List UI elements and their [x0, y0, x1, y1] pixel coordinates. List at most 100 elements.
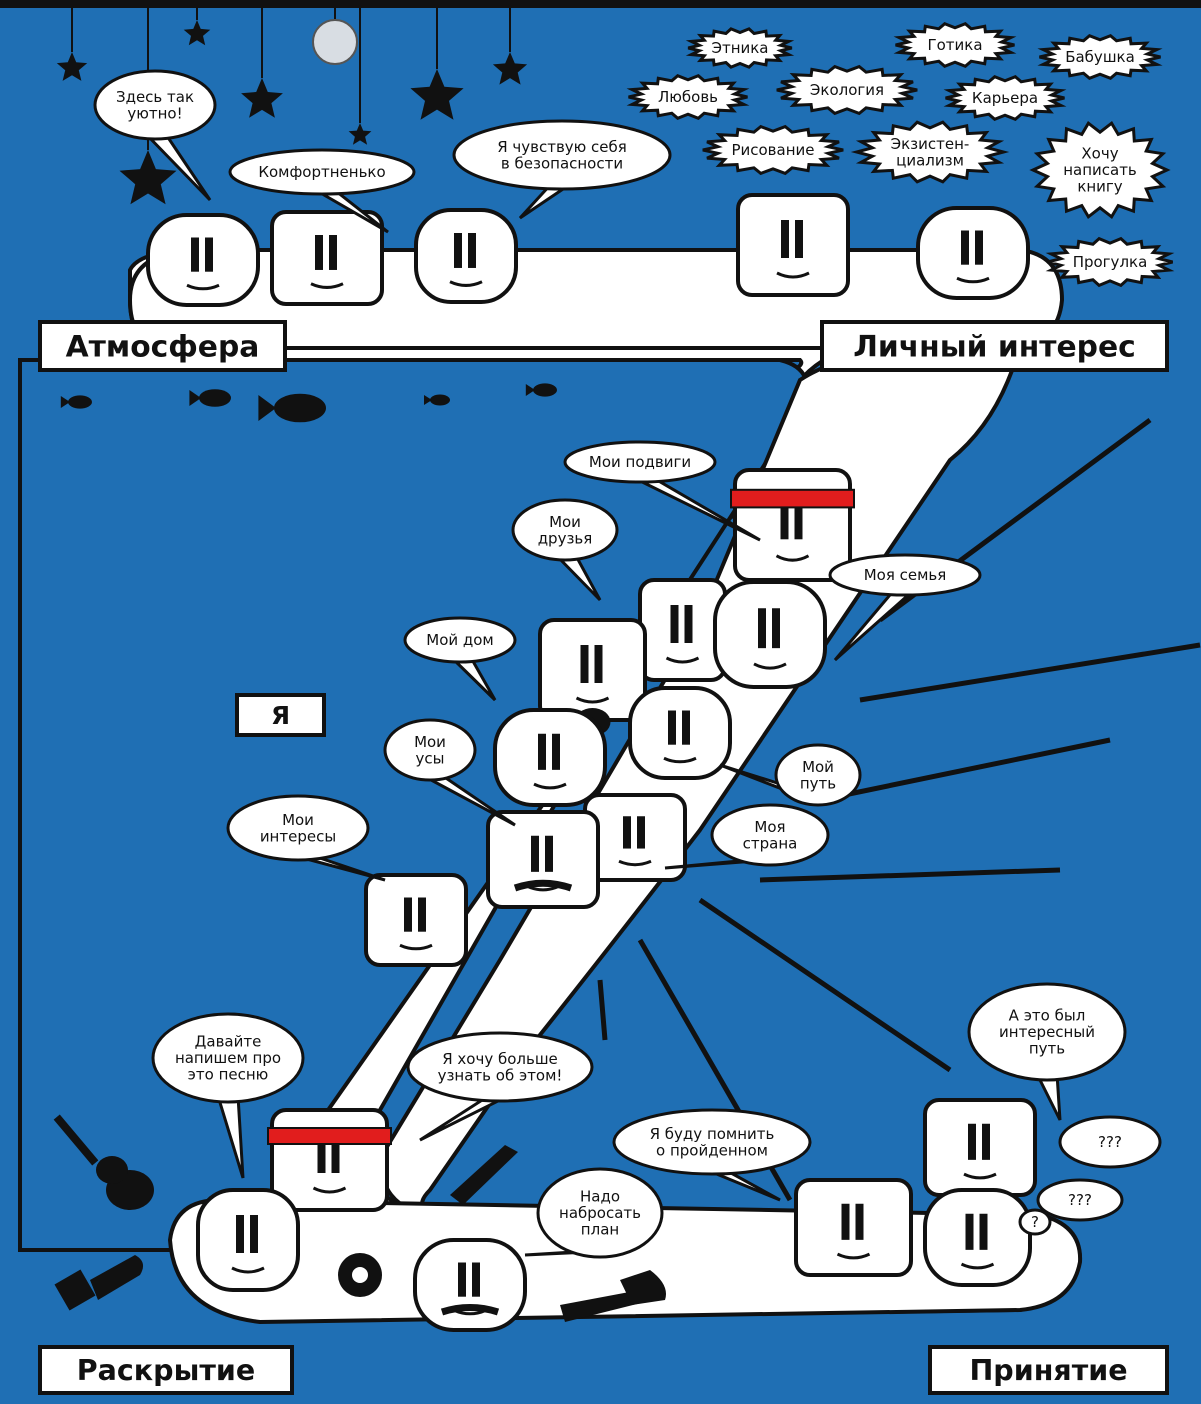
bubble-interest: Этника: [688, 29, 792, 67]
bubble-interest: Экзистен-циализм: [857, 122, 1004, 182]
character: [148, 215, 258, 305]
bubble-text: Мой: [802, 758, 834, 776]
gear-icon: [338, 1253, 382, 1297]
svg-text:Принятие: Принятие: [969, 1354, 1127, 1387]
bubble-interest: Прогулка: [1047, 239, 1172, 286]
bubble-text: Рисование: [731, 141, 814, 159]
bubble-text: в безопасности: [501, 154, 623, 172]
svg-text:Раскрытие: Раскрытие: [77, 1354, 255, 1387]
bubble-text: Мой дом: [426, 631, 494, 649]
top-border: [0, 0, 1201, 8]
bubble-interest: Рисование: [703, 127, 843, 174]
bubble-text: Я хочу больше: [442, 1050, 558, 1068]
bubble-text: Прогулка: [1073, 253, 1148, 271]
bubble-text: Давайте: [195, 1033, 262, 1051]
bubble-text: усы: [416, 749, 445, 767]
bubble-text: книгу: [1077, 178, 1122, 196]
label-discovery: Раскрытие: [40, 1347, 292, 1393]
bubble-interest: Экология: [777, 67, 917, 114]
bubble-text: циализм: [896, 151, 964, 169]
bubble-text: путь: [1029, 1040, 1065, 1058]
bubble-text: Хочу: [1081, 145, 1118, 163]
bubble-text: Моя семья: [864, 566, 947, 584]
star-icon: [241, 78, 283, 118]
bubble-text: путь: [800, 774, 836, 792]
character: [796, 1180, 911, 1275]
bubble-text: Любовь: [658, 88, 718, 106]
bubble-text: Я чувствую себя: [497, 138, 627, 156]
character: [268, 1110, 391, 1210]
bubble-text: Этника: [711, 39, 768, 57]
label-acceptance: Принятие: [930, 1347, 1167, 1393]
label-self: Я: [237, 695, 324, 735]
bubble-text: Готика: [927, 36, 982, 54]
character: [495, 710, 605, 805]
label-atmosphere: Атмосфера: [40, 322, 285, 370]
star-icon: [410, 69, 463, 120]
bubble-text: интересы: [260, 827, 336, 845]
label-personal-interest: Личный интерес: [822, 322, 1167, 370]
bubble-text: друзья: [538, 529, 593, 547]
character: [630, 688, 730, 778]
bubble-text: напишем про: [175, 1049, 281, 1067]
bubble-text: ???: [1098, 1133, 1122, 1151]
bubble-text: ?: [1031, 1213, 1039, 1231]
bubble-text: Мои: [282, 811, 314, 829]
bubble-text: уютно!: [127, 104, 182, 122]
character: [640, 580, 725, 680]
bubble-text: А это был: [1009, 1007, 1086, 1025]
bubble-text: Мои подвиги: [589, 453, 691, 471]
star-icon: [493, 52, 527, 85]
character: [198, 1190, 298, 1290]
character: [366, 875, 466, 965]
character: [272, 212, 382, 304]
bubble-text: набросать: [559, 1204, 641, 1222]
bubble-interest: Любовь: [629, 76, 748, 119]
character: [925, 1100, 1035, 1195]
bubble-acceptance: ?: [1020, 1210, 1050, 1234]
character: [415, 1240, 525, 1330]
bubble-text: узнать об этом!: [438, 1066, 563, 1084]
bubble-text: Я буду помнить: [650, 1125, 775, 1143]
bubble-text: план: [581, 1221, 619, 1239]
bubble-text: Экзистен-: [891, 135, 970, 153]
bubble-acceptance: ???: [1060, 1117, 1160, 1167]
bubble-text: Здесь так: [116, 88, 194, 106]
character: [738, 195, 848, 295]
star-icon: [57, 52, 87, 81]
bubble-text: о пройденном: [656, 1141, 768, 1159]
bubble-text: Надо: [580, 1188, 620, 1206]
bubble-text: интересный: [999, 1023, 1095, 1041]
bubble-acceptance: ???: [1038, 1180, 1122, 1220]
bubble-text: это песню: [188, 1066, 269, 1084]
bubble-text: Экология: [810, 81, 884, 99]
character: [731, 470, 854, 580]
brush-icon: [55, 1255, 144, 1310]
character: [488, 812, 598, 907]
star-icon: [184, 20, 211, 45]
bubble-text: Комфортненько: [258, 163, 385, 181]
svg-text:Я: Я: [271, 701, 290, 730]
svg-text:Атмосфера: Атмосфера: [66, 330, 260, 365]
bubble-text: Мои: [414, 733, 446, 751]
bubble-text: Мои: [549, 513, 581, 531]
pen-icon: [450, 1145, 518, 1205]
character: [416, 210, 516, 302]
character: [715, 582, 825, 687]
character: [925, 1190, 1030, 1285]
bubble-interest: Готика: [896, 24, 1015, 67]
bubble-text: Бабушка: [1065, 48, 1135, 66]
moon-icon: [313, 0, 357, 64]
bubble-text: написать: [1063, 161, 1137, 179]
svg-text:Личный интерес: Личный интерес: [853, 330, 1136, 365]
bubble-interest: Карьера: [946, 77, 1065, 120]
bubble-text: Карьера: [972, 89, 1038, 107]
bubble-text: ???: [1068, 1191, 1092, 1209]
bubble-interest: Бабушка: [1040, 36, 1161, 79]
bubble-text: страна: [743, 834, 798, 852]
star-icon: [349, 123, 372, 145]
